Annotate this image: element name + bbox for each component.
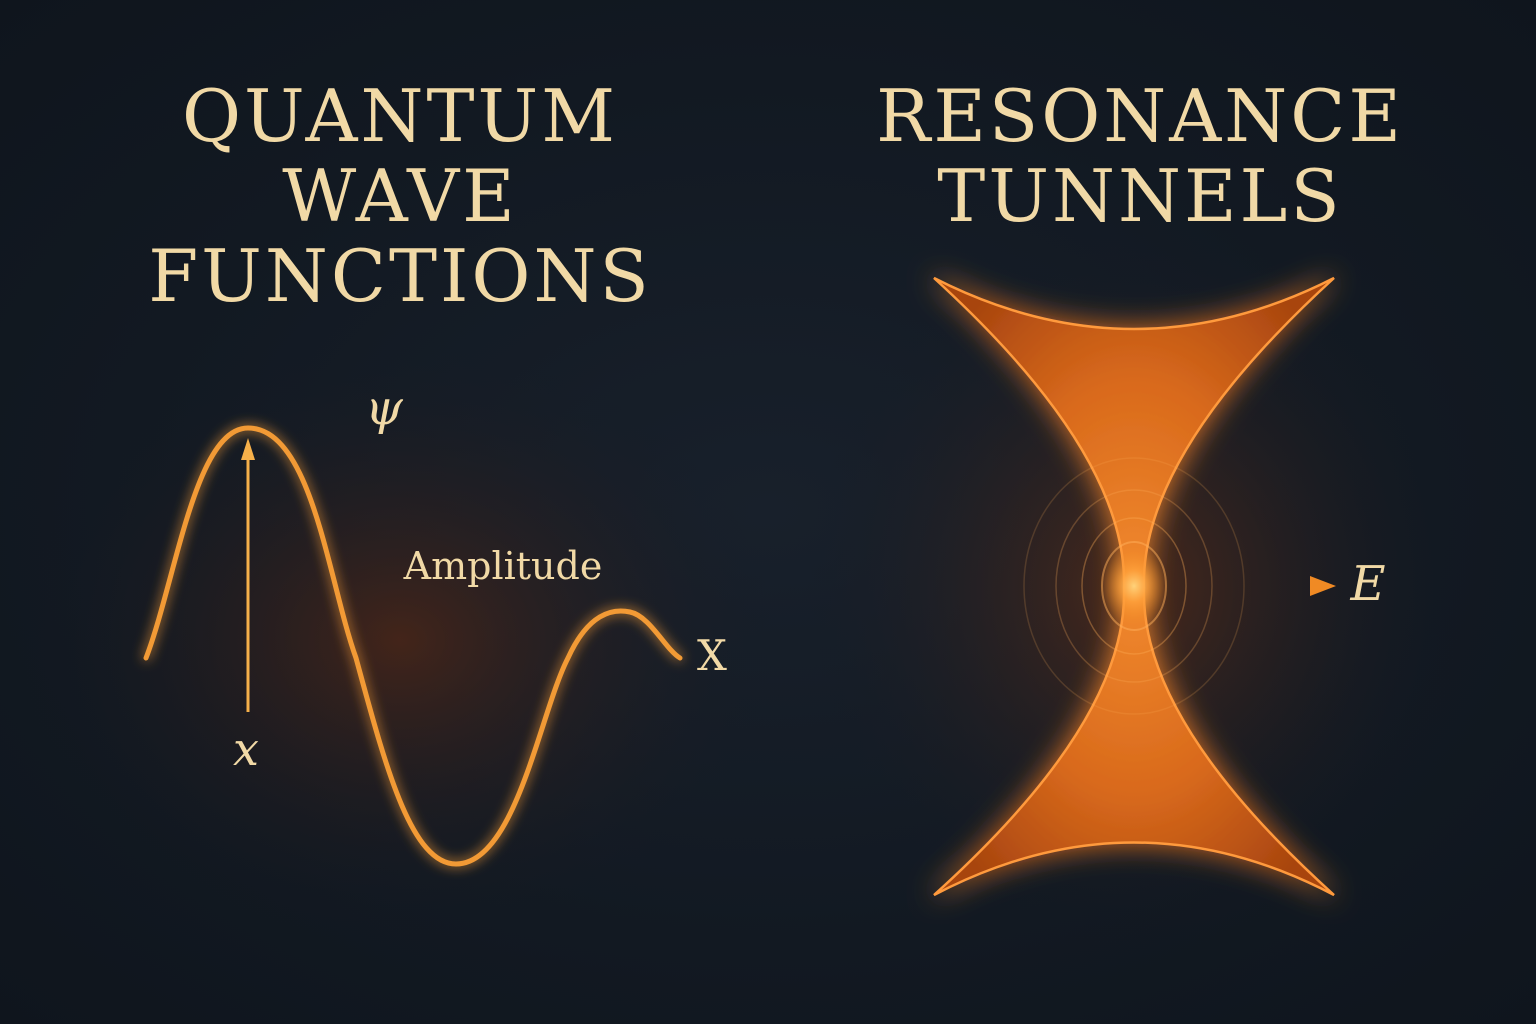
energy-label: E <box>1349 556 1385 612</box>
x-axis-label: X <box>697 631 727 680</box>
energy-arrow-head-icon <box>1310 576 1336 596</box>
wave-curve <box>143 425 683 867</box>
wave-halo <box>20 340 780 940</box>
title-line: TUNNELS <box>937 154 1343 238</box>
title-line: QUANTUM <box>182 74 618 158</box>
x-marker-label: x <box>233 722 259 776</box>
wave-functions-title: QUANTUM WAVE FUNCTIONS <box>80 80 720 320</box>
title-line: WAVE <box>282 154 518 238</box>
arrow-head-icon <box>241 438 255 460</box>
resonance-tunnels-title: RESONANCE TUNNELS <box>780 80 1500 240</box>
title-line: FUNCTIONS <box>148 234 652 318</box>
title-line: RESONANCE <box>876 74 1404 158</box>
amplitude-label: Amplitude <box>403 544 603 588</box>
psi-label: ψ <box>365 380 404 436</box>
